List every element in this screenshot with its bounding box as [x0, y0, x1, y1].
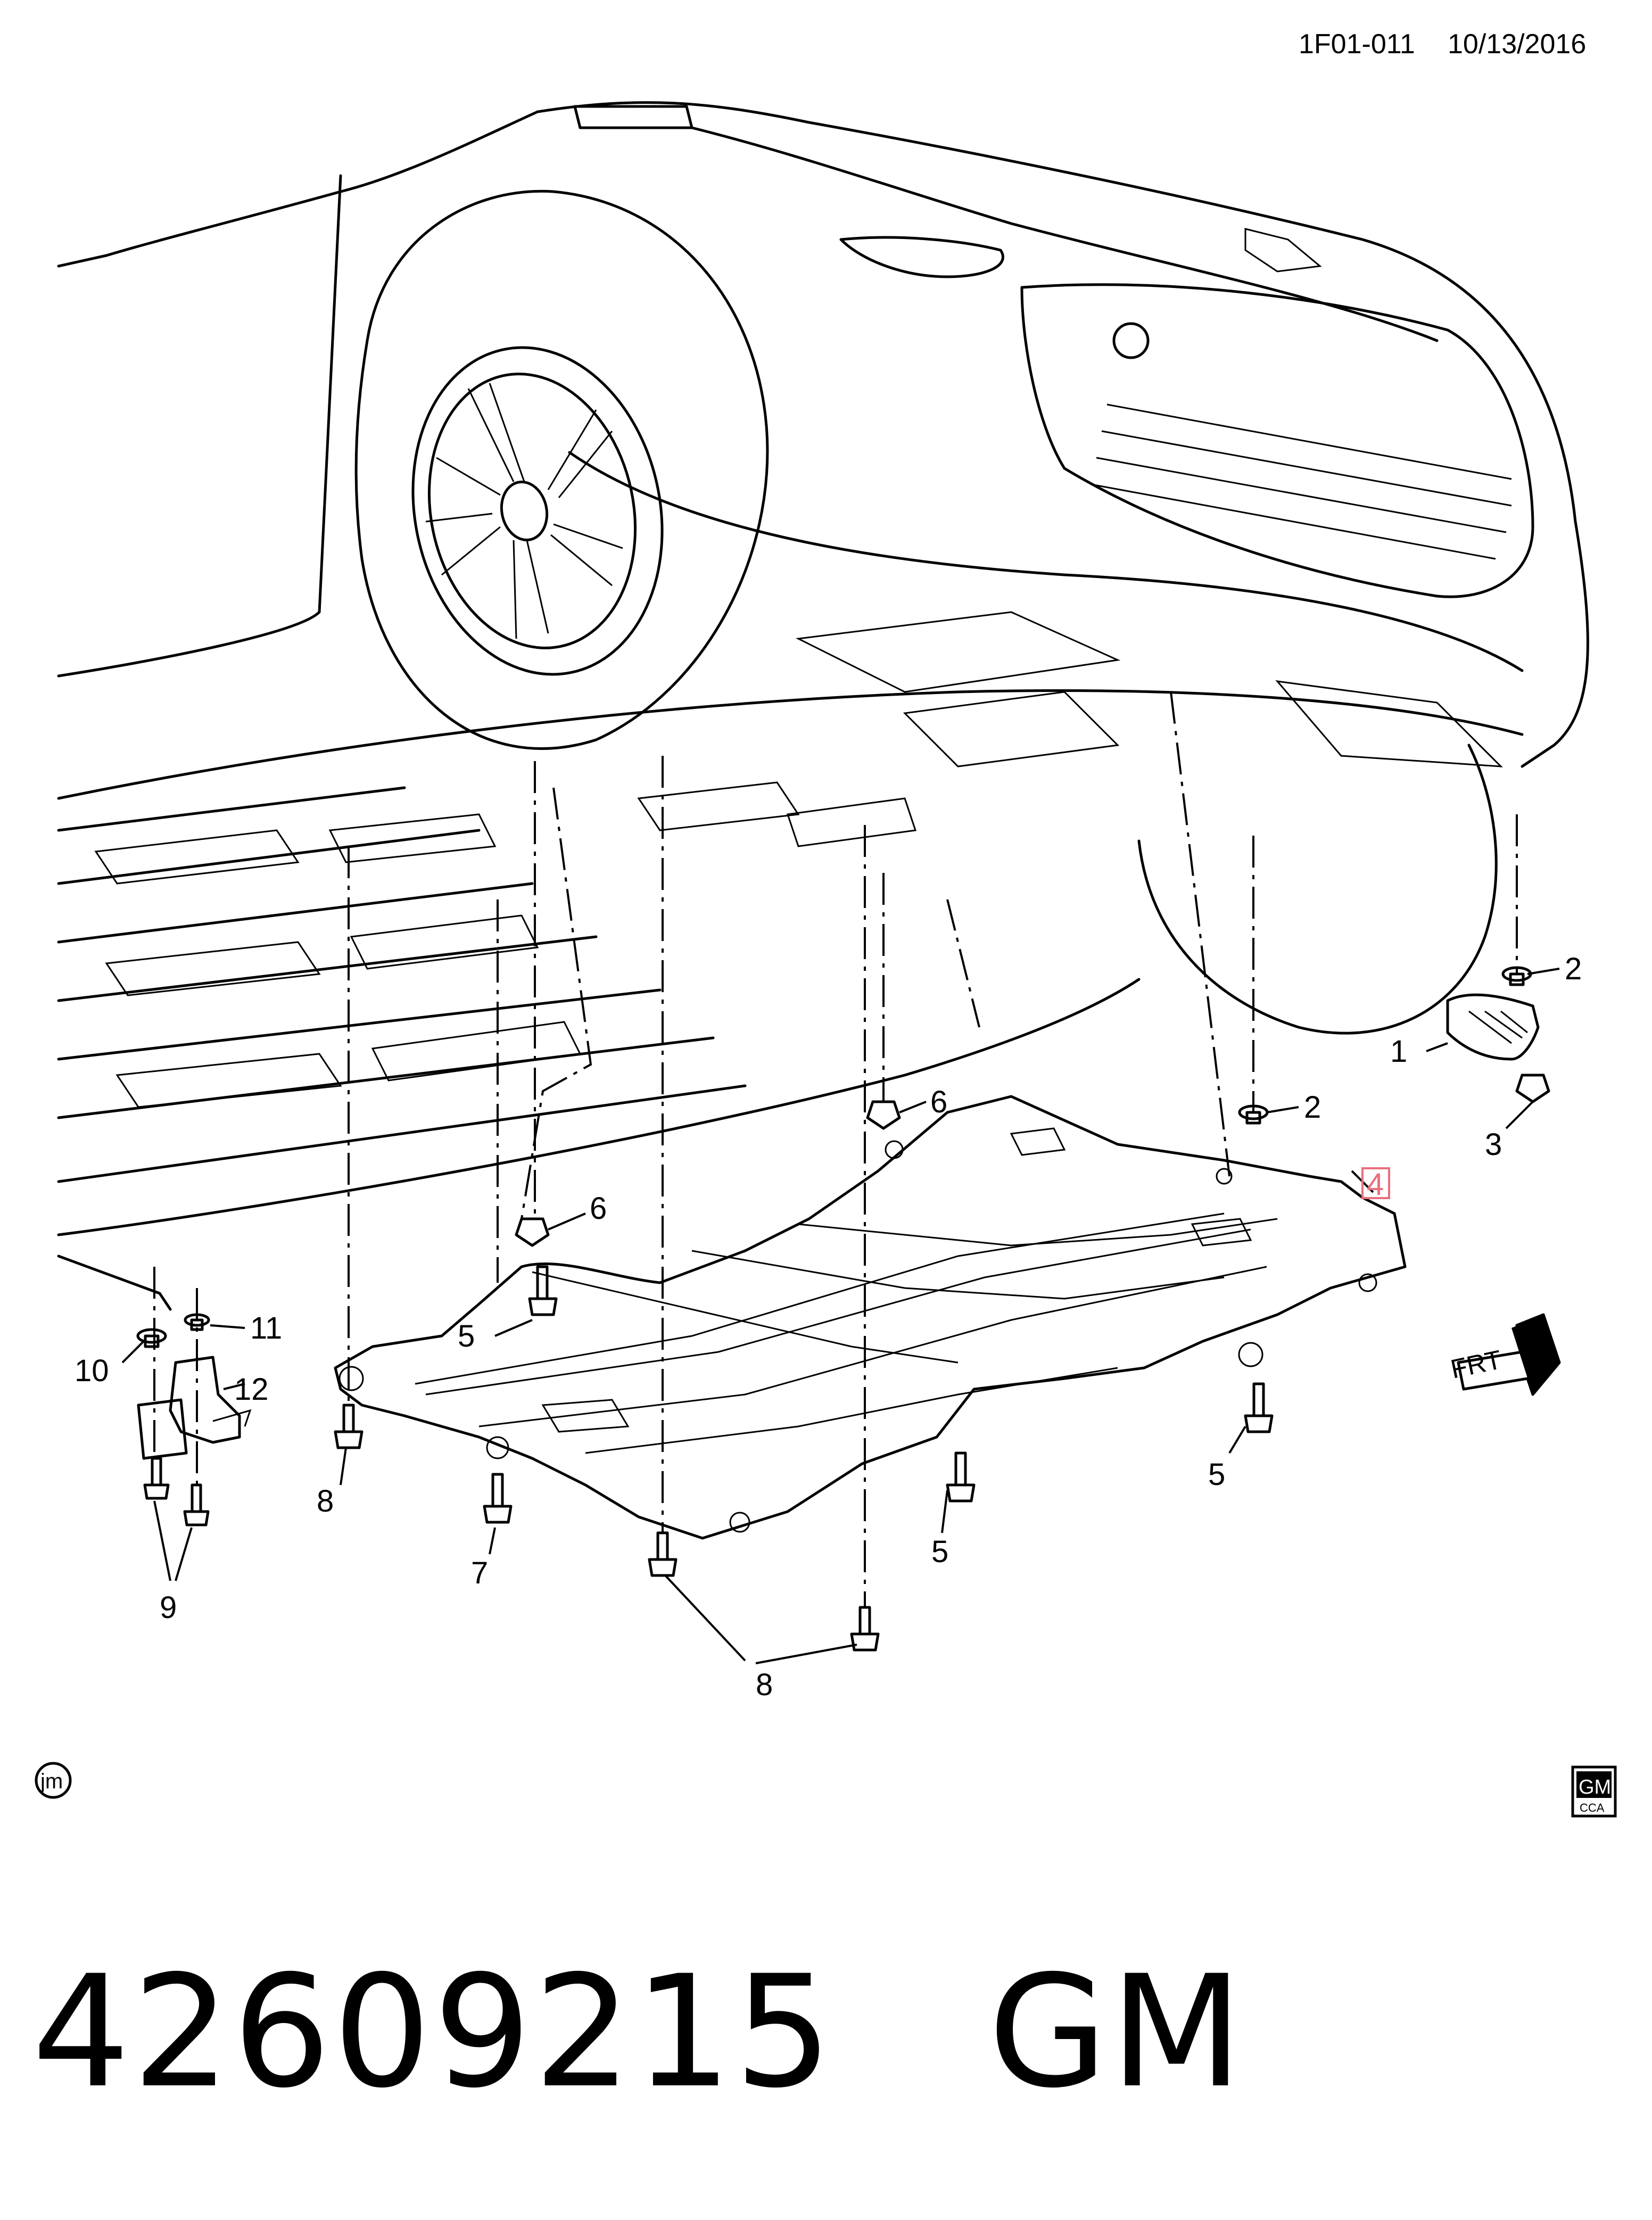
- svg-text:jm: jm: [40, 1770, 63, 1793]
- callout-8-bottom: 8: [756, 1668, 773, 1702]
- brand-name: GM: [988, 1943, 1245, 2122]
- callout-5-left: 5: [458, 1319, 475, 1354]
- bracket-part: [137, 1356, 252, 1460]
- callout-2-lower: 2: [1304, 1090, 1321, 1125]
- bolt-8-left: [334, 1404, 364, 1449]
- clip-10: [136, 1328, 167, 1348]
- callout-6-upper: 6: [930, 1085, 947, 1119]
- part-number: 42609215: [32, 1943, 835, 2122]
- callout-5-center: 5: [931, 1534, 948, 1569]
- bolt-8-center: [648, 1531, 678, 1577]
- svg-text:GM: GM: [1579, 1776, 1611, 1798]
- callout-4: 4: [1367, 1167, 1384, 1202]
- callout-4-highlight: [1361, 1167, 1390, 1199]
- callout-9: 9: [160, 1590, 177, 1625]
- bolt-5-right: [1244, 1382, 1274, 1433]
- artist-mark: jm: [35, 1762, 72, 1799]
- diagram-date: 10/13/2016: [1448, 29, 1586, 60]
- gm-cca-logo: GM CCA: [1571, 1765, 1617, 1818]
- svg-text:CCA: CCA: [1580, 1801, 1605, 1814]
- rear-wheel: [1137, 744, 1498, 1035]
- alignment-lines: [153, 691, 1518, 1607]
- frt-label: FRT: [1448, 1344, 1505, 1384]
- callout-10: 10: [75, 1354, 109, 1388]
- callout-12: 12: [234, 1372, 269, 1407]
- nut-6-upper: [866, 1100, 901, 1130]
- callout-1: 1: [1390, 1034, 1407, 1069]
- bolt-9-a: [143, 1457, 170, 1500]
- leader-lines: [121, 968, 1560, 1664]
- diagram-code: 1F01-011: [1299, 29, 1415, 60]
- bolt-5-center: [946, 1451, 976, 1503]
- front-direction-indicator: FRT: [1448, 1313, 1561, 1396]
- vehicle-body: [57, 101, 1589, 768]
- bolt-8-front: [850, 1606, 880, 1652]
- callout-8-left: 8: [317, 1484, 334, 1518]
- callout-11: 11: [250, 1311, 282, 1346]
- bolt-9-b: [183, 1483, 210, 1526]
- callout-6-lower: 6: [590, 1191, 607, 1226]
- nut-6-lower: [515, 1217, 550, 1247]
- footer-part-number: 42609215 GM: [32, 1943, 1245, 2122]
- callout-5-right: 5: [1208, 1457, 1225, 1492]
- callouts: 1 2 2 3 4 5 5 5 6 6 7 8 8 9 10 11 12: [75, 952, 1582, 1702]
- fasteners: [136, 966, 1550, 1652]
- underbody-floor: [57, 611, 1524, 1311]
- callout-2-upper: 2: [1565, 952, 1582, 986]
- bolt-7: [483, 1473, 513, 1524]
- callout-7: 7: [471, 1556, 488, 1590]
- callout-3: 3: [1485, 1127, 1502, 1162]
- bolt-5-left: [528, 1265, 558, 1316]
- underbody-shield: [334, 1095, 1407, 1540]
- nut-3: [1515, 1074, 1550, 1103]
- air-deflector-part: [1446, 993, 1540, 1061]
- front-wheel: [354, 189, 769, 750]
